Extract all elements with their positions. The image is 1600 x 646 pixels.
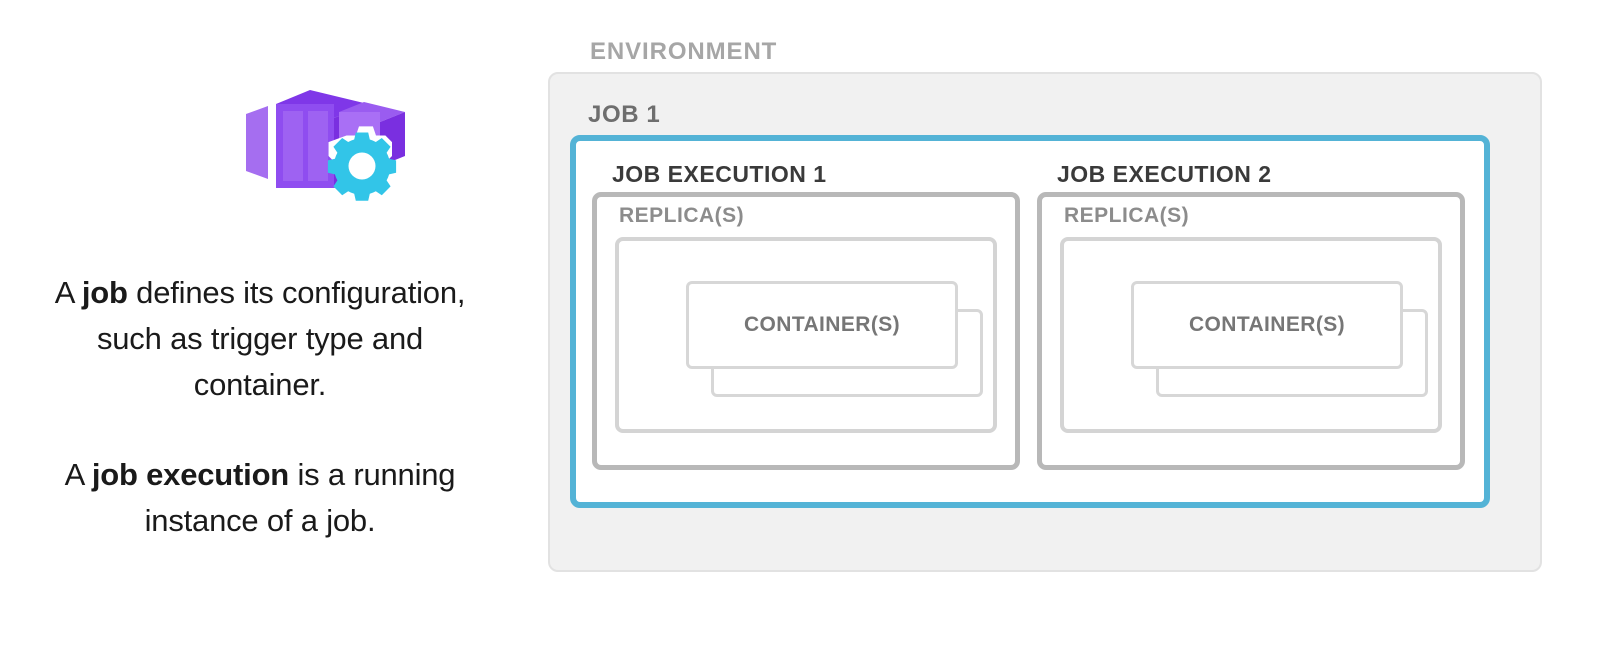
caption-text-bold: job execution — [91, 457, 290, 492]
replica-box: CONTAINER(S) — [615, 237, 997, 433]
job-label: JOB 1 — [588, 101, 661, 128]
job-execution-2-label: JOB EXECUTION 2 — [1057, 161, 1272, 187]
container-box-primary: CONTAINER(S) — [1131, 281, 1403, 369]
replica-label: REPLICA(S) — [1064, 204, 1190, 227]
caption-text-pre: A — [54, 275, 82, 310]
environment-label: ENVIRONMENT — [590, 38, 778, 65]
job-definition-caption: A job defines its configuration, such as… — [30, 270, 490, 408]
caption-text-bold: job — [81, 275, 128, 310]
container-apps-job-icon — [238, 82, 418, 202]
container-label: CONTAINER(S) — [1188, 313, 1346, 336]
caption-text-post: is a running instance of a job. — [144, 457, 456, 538]
replica-label: REPLICA(S) — [619, 204, 745, 227]
job-execution-1-box: REPLICA(S) CONTAINER(S) — [592, 192, 1020, 470]
job-execution-2-box: REPLICA(S) CONTAINER(S) — [1037, 192, 1465, 470]
replica-box: CONTAINER(S) — [1060, 237, 1442, 433]
architecture-diagram: ENVIRONMENT JOB 1 JOB EXECUTION 1 REPLIC… — [520, 0, 1600, 646]
container-box-primary: CONTAINER(S) — [686, 281, 958, 369]
container-label: CONTAINER(S) — [743, 313, 901, 336]
job-execution-caption: A job execution is a running instance of… — [30, 452, 490, 544]
caption-text-post: defines its configuration, such as trigg… — [96, 275, 466, 402]
job-execution-1-label: JOB EXECUTION 1 — [612, 161, 827, 187]
caption-text-pre: A — [64, 457, 92, 492]
explanation-panel: A job defines its configuration, such as… — [0, 0, 520, 646]
